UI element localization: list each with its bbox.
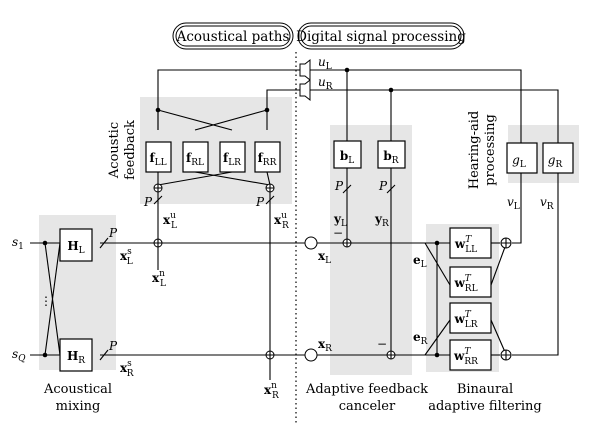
header-digital-signal-processing: Digital signal processing xyxy=(296,29,466,45)
signal-label-x-l: xL xyxy=(318,249,331,266)
adc-l xyxy=(304,236,318,250)
header-acoustical-paths-outer xyxy=(172,22,294,50)
block-f-rl: fRL xyxy=(182,141,209,173)
caption-acoustic-feedback: Acoustic feedback xyxy=(107,120,138,180)
bus-width-label: P xyxy=(143,195,153,209)
caption-adaptive-feedback-canceler: Adaptive feedback canceler xyxy=(305,382,428,414)
minus-sign-l: − xyxy=(333,226,343,240)
bus-width-label: P xyxy=(108,339,118,353)
bus-width-label: P xyxy=(334,179,344,193)
signal-label-e-r: eR xyxy=(413,330,428,347)
signal-label-s-q: sQ xyxy=(12,347,26,364)
svg-text:Hearing-aid: Hearing-aid xyxy=(467,111,482,189)
block-h-r: HR xyxy=(59,338,93,372)
caption-binaural-adaptive-filtering: Binaural adaptive filtering xyxy=(428,382,542,414)
block-g-r: gR xyxy=(542,142,574,174)
svg-text:Acoustical: Acoustical xyxy=(43,382,112,397)
svg-text:mixing: mixing xyxy=(56,399,101,414)
block-f-rr: fRR xyxy=(254,141,281,173)
svg-text:Acoustic: Acoustic xyxy=(107,122,122,179)
adc-r xyxy=(304,348,318,362)
block-f-ll: fLL xyxy=(145,141,172,173)
caption-hearing-aid-processing: Hearing-aid processing xyxy=(467,111,498,189)
svg-text:adaptive filtering: adaptive filtering xyxy=(428,399,542,414)
svg-text:canceler: canceler xyxy=(339,399,396,414)
block-b-r: bR xyxy=(377,140,406,169)
bus-width-label: P xyxy=(255,195,265,209)
svg-text:processing: processing xyxy=(483,114,498,186)
signal-label-v-l: vL xyxy=(507,195,520,212)
junction-dots xyxy=(42,67,440,358)
block-g-l: gL xyxy=(506,142,538,174)
header-dsp-outer xyxy=(297,22,465,50)
summing-junctions xyxy=(153,183,512,361)
header-acoustical-paths: Acoustical paths xyxy=(176,29,290,45)
caption-acoustical-mixing: Acoustical mixing xyxy=(43,382,112,414)
signal-label-v-r: vR xyxy=(540,195,554,212)
svg-text:feedback: feedback xyxy=(123,120,138,180)
bus-width-label: P xyxy=(108,226,118,240)
signal-label-e-l: eL xyxy=(413,253,427,270)
block-f-lr: fLR xyxy=(219,141,246,173)
svg-text:Adaptive feedback: Adaptive feedback xyxy=(305,382,428,397)
bus-width-label: P xyxy=(378,179,388,193)
block-b-l: bL xyxy=(333,140,362,169)
block-h-l: HL xyxy=(59,228,93,262)
bus-width-markers xyxy=(99,184,396,361)
header-acoustical-paths-inner xyxy=(175,25,291,47)
svg-text:Binaural: Binaural xyxy=(457,382,513,397)
header-dsp-inner xyxy=(300,25,462,47)
minus-sign-r: − xyxy=(377,337,387,351)
source-ellipsis: ⋮ xyxy=(40,294,52,308)
signal-wires xyxy=(30,58,559,380)
signal-label-s-1: s1 xyxy=(12,235,24,252)
